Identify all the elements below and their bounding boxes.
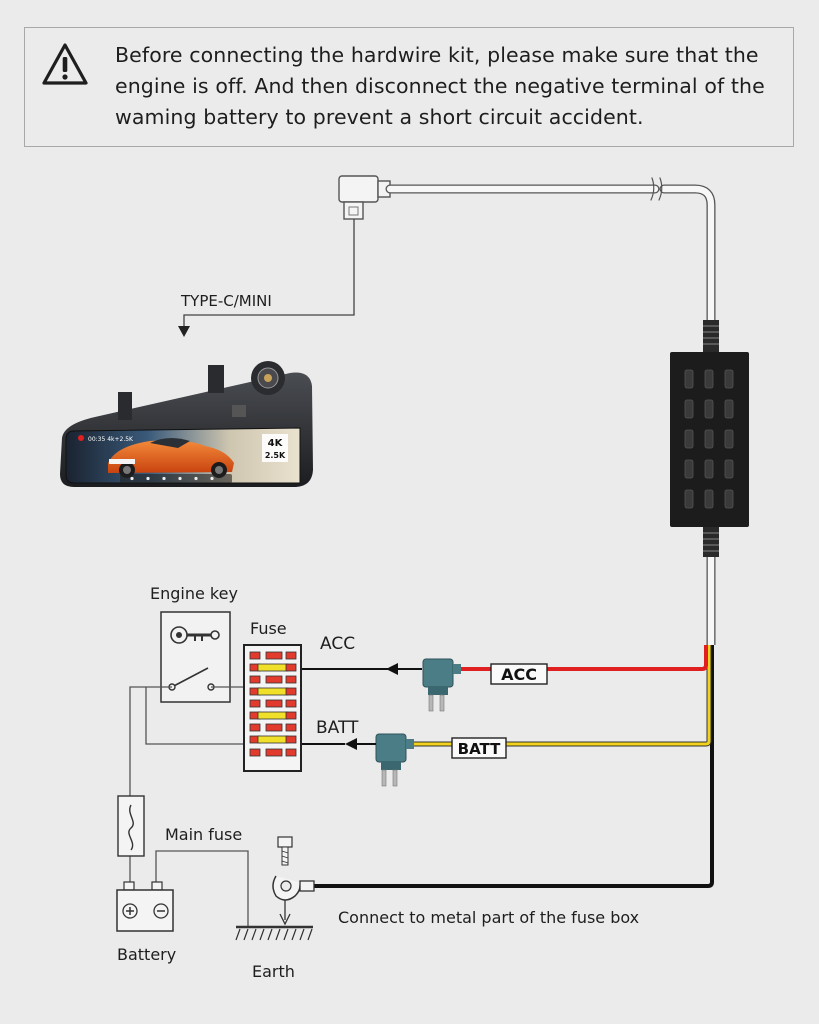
batt-fuse-adapter bbox=[375, 733, 414, 787]
strain-relief-bottom bbox=[703, 527, 719, 557]
hardwire-converter-box bbox=[670, 352, 749, 527]
svg-text:00:35 4k+2.5K: 00:35 4k+2.5K bbox=[88, 436, 134, 443]
warning-triangle-icon bbox=[42, 43, 88, 85]
power-cable bbox=[385, 177, 716, 330]
ground-wire bbox=[314, 645, 714, 888]
main-fuse-label: Main fuse bbox=[165, 825, 242, 844]
acc-wire-tag: ACC bbox=[490, 663, 548, 685]
earth-symbol bbox=[235, 925, 313, 941]
battery-icon bbox=[116, 881, 174, 932]
svg-text:2.5K: 2.5K bbox=[265, 451, 286, 460]
svg-text:BATT: BATT bbox=[458, 740, 501, 758]
typec-plug bbox=[338, 175, 391, 220]
batt-arrow bbox=[302, 738, 376, 750]
svg-text:ACC: ACC bbox=[501, 665, 537, 684]
earth-label: Earth bbox=[252, 962, 295, 981]
acc-arrow bbox=[302, 663, 422, 675]
strain-relief-top bbox=[703, 320, 719, 352]
typec-arrowhead bbox=[178, 326, 190, 337]
batt-label: BATT bbox=[316, 718, 359, 738]
acc-wire bbox=[453, 645, 708, 671]
ground-bolt bbox=[277, 836, 293, 926]
batt-wire-tag: BATT bbox=[451, 737, 507, 759]
main-fuse bbox=[117, 795, 145, 857]
engine-key-switch bbox=[160, 611, 231, 703]
svg-text:4K: 4K bbox=[268, 438, 284, 449]
engine-key-label: Engine key bbox=[150, 584, 238, 603]
warning-box: Before connecting the hardwire kit, plea… bbox=[24, 27, 794, 147]
ring-terminal bbox=[272, 875, 315, 901]
ground-note: Connect to metal part of the fuse box bbox=[338, 908, 639, 927]
typec-label: TYPE-C/MINI bbox=[180, 292, 272, 310]
fuse-box bbox=[243, 644, 302, 772]
acc-fuse-adapter bbox=[422, 658, 461, 712]
warning-text: Before connecting the hardwire kit, plea… bbox=[115, 43, 765, 129]
fuse-label: Fuse bbox=[250, 619, 287, 638]
acc-label: ACC bbox=[320, 634, 355, 654]
mirror-dashcam: 00:35 4k+2.5K 4K 2.5K bbox=[60, 361, 313, 487]
key-icon bbox=[170, 626, 220, 644]
battery-label: Battery bbox=[117, 945, 176, 964]
batt-wire bbox=[406, 645, 712, 747]
typec-leader-line bbox=[183, 219, 355, 330]
